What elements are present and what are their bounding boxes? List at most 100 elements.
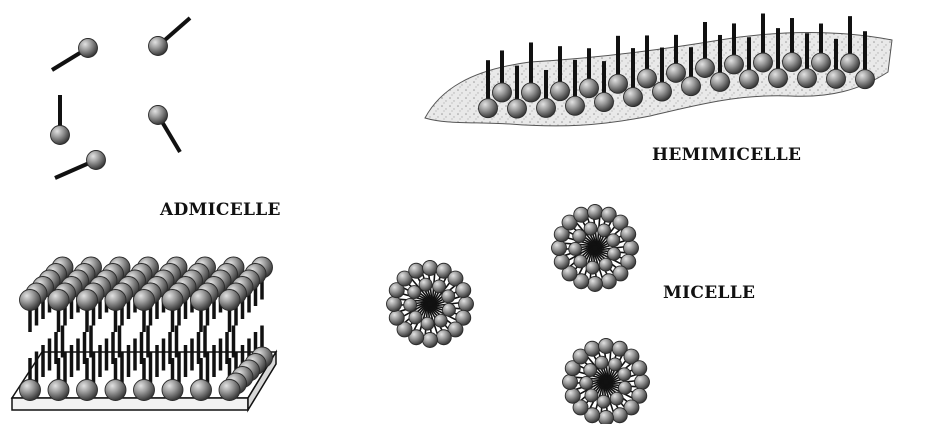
surfactant-head <box>798 69 817 88</box>
surfactant-head <box>423 333 438 348</box>
surfactant-head <box>667 63 686 82</box>
surfactant-head <box>552 241 567 256</box>
surfactant-head <box>597 395 610 408</box>
surfactant-head <box>87 151 106 170</box>
surfactant-head <box>856 70 875 89</box>
surfactant-head <box>610 392 623 405</box>
surfactant-head <box>537 98 556 117</box>
surfactant-molecule <box>55 151 106 179</box>
surfactant-head <box>624 88 643 107</box>
surfactant-head <box>551 82 570 101</box>
free-surfactant-monomers <box>51 18 191 178</box>
surfactant-head <box>624 241 639 256</box>
surfactant-head <box>389 310 404 325</box>
surfactant-head <box>618 368 631 381</box>
surfactant-molecule <box>149 106 181 153</box>
surfactant-head <box>408 286 421 299</box>
surfactant-head <box>754 53 773 72</box>
surfactant-head <box>769 69 788 88</box>
admicelle-structure <box>12 257 276 410</box>
surfactant-head <box>584 222 597 235</box>
surfactant-head <box>635 375 650 390</box>
micelle-label: MICELLE <box>663 283 755 303</box>
surfactant-head <box>609 74 628 93</box>
hemimicelle-structure <box>425 13 892 125</box>
surfactant-head <box>588 205 603 220</box>
surfactant-head <box>459 297 474 312</box>
surfactant-head <box>456 283 471 298</box>
surfactant-head <box>442 303 455 316</box>
admicelle-label: ADMICELLE <box>160 200 281 220</box>
surfactant-head <box>574 255 587 268</box>
surfactant-head <box>442 290 455 303</box>
surfactant-head <box>595 93 614 112</box>
surfactant-head <box>585 341 600 356</box>
surfactant-head <box>588 277 603 292</box>
surfactant-head <box>554 254 569 269</box>
surfactant-head <box>601 274 616 289</box>
surfactant-head <box>149 106 168 125</box>
surfactant-head <box>162 380 183 401</box>
surfactant-head <box>423 261 438 276</box>
surfactant-head <box>565 388 580 403</box>
surfactant-head <box>508 99 527 118</box>
surfactant-head <box>682 77 701 96</box>
admicelle-plate-front <box>12 398 248 410</box>
surfactant-head <box>841 54 860 73</box>
surfactant-head <box>638 69 657 88</box>
surfactant-head <box>433 280 446 293</box>
surfactant-molecule <box>52 39 98 71</box>
surfactant-head <box>162 290 183 311</box>
micelle-core <box>427 301 433 307</box>
surfactant-head <box>387 297 402 312</box>
surfactant-head <box>653 82 672 101</box>
surfactant-head <box>48 380 69 401</box>
surfactant-head <box>219 290 240 311</box>
surfactant-head <box>580 376 593 389</box>
surfactant-head <box>48 290 69 311</box>
surfactant-head <box>563 375 578 390</box>
surfactant-head <box>20 380 41 401</box>
surfactant-head <box>812 53 831 72</box>
surfactant-head <box>79 39 98 58</box>
surfactant-head <box>609 358 622 371</box>
surfactant-head <box>20 290 41 311</box>
surfactant-head <box>149 37 168 56</box>
surfactant-head <box>219 380 240 401</box>
surfactant-head <box>522 83 541 102</box>
surfactant-head <box>573 230 586 243</box>
surfactant-head <box>580 79 599 98</box>
surfactant-head <box>134 380 155 401</box>
surfactant-head <box>134 290 155 311</box>
surfactant-head <box>599 339 614 354</box>
surfactant-head <box>191 380 212 401</box>
surfactant-head <box>566 96 585 115</box>
surfactant-head <box>105 380 126 401</box>
surfactant-head <box>479 99 498 118</box>
surfactant-head <box>404 298 417 311</box>
surfactant-head <box>574 207 589 222</box>
surfactant-head <box>607 247 620 260</box>
micelle <box>387 261 474 348</box>
surfactant-head <box>409 311 422 324</box>
micelles <box>387 205 650 424</box>
surfactant-head <box>621 227 636 242</box>
hemimicelle-label: HEMIMICELLE <box>652 145 801 165</box>
surfactant-head <box>612 408 627 423</box>
surfactant-head <box>586 261 599 274</box>
micelle-core <box>603 379 609 385</box>
surfactant-head <box>618 381 631 394</box>
surfactant-head <box>585 389 598 402</box>
surfactant-head <box>105 290 126 311</box>
surfactant-head <box>632 361 647 376</box>
surfactant-head <box>493 83 512 102</box>
surfactant-head <box>419 278 432 291</box>
surfactant-head <box>191 290 212 311</box>
micelle <box>552 205 639 292</box>
surfactant-head <box>599 258 612 271</box>
surfactant-head <box>740 70 759 89</box>
surfactant-head <box>696 58 715 77</box>
surfactant-head <box>725 55 744 74</box>
